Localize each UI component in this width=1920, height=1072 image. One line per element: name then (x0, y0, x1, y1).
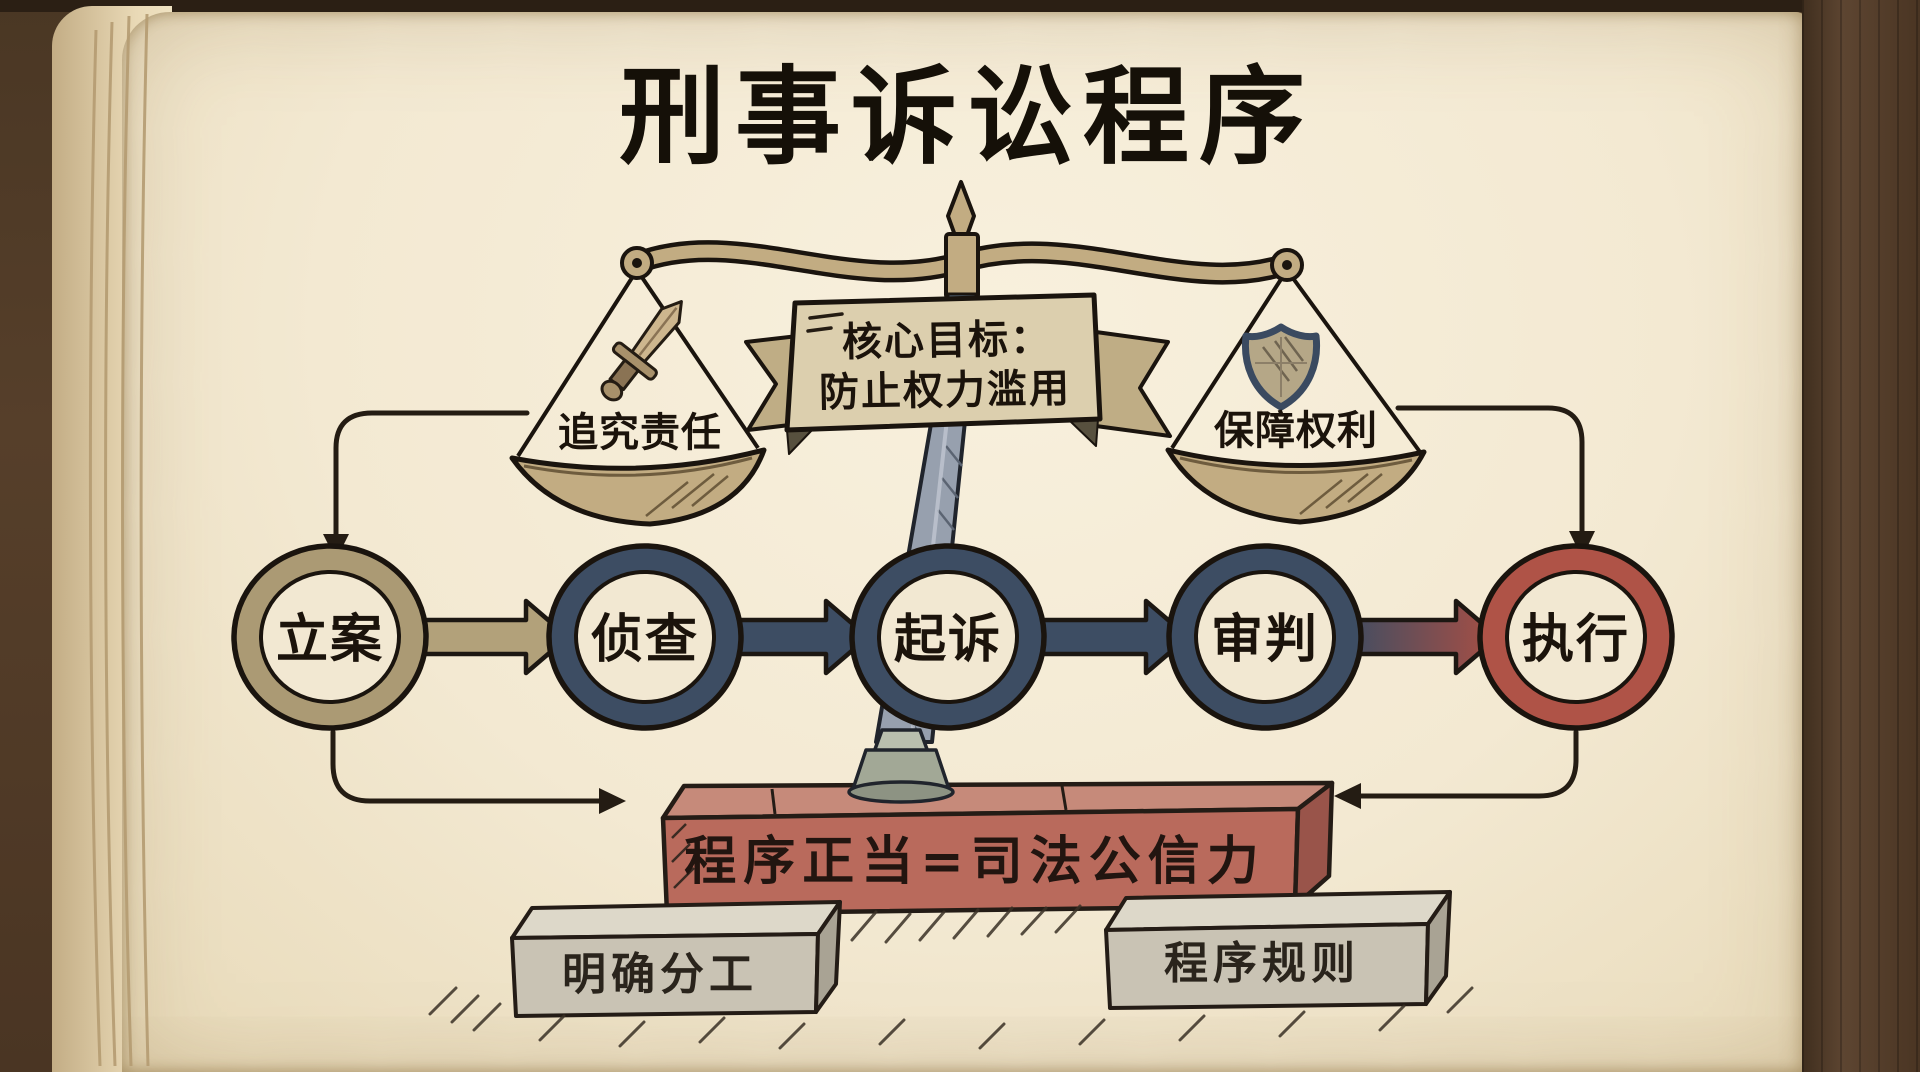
sword-icon (600, 300, 683, 402)
shield-icon (1241, 323, 1321, 411)
left-pan (509, 447, 767, 527)
right-pan (1165, 447, 1427, 525)
flow-arrow-4 (1339, 598, 1501, 676)
flow-arrows (405, 598, 1501, 676)
flow-step-circle-3 (849, 543, 1047, 731)
flow-arrow-2 (725, 598, 871, 676)
scale-pedestal (847, 728, 955, 804)
flow-step-label-4: 审判 (1210, 610, 1320, 670)
banner-line-2: 防止权力滥用 (818, 365, 1072, 417)
foundation-brick-left (510, 900, 842, 1018)
page-title: 刑事诉讼程序 (619, 56, 1315, 179)
connector-step5-to-keystone (1334, 729, 1579, 809)
foundation-brick-right (1104, 890, 1452, 1010)
connector-arrows (323, 405, 1595, 814)
scale-strings (516, 268, 1422, 458)
wood-table-right (1802, 0, 1920, 1072)
flow-step-label-3: 起诉 (893, 610, 1003, 670)
flow-step-circle-2 (546, 543, 744, 731)
flow-step-label-1: 立案 (275, 610, 385, 670)
connector-step1-to-keystone (330, 729, 626, 814)
flow-step-circles (231, 543, 1675, 731)
left-pan-label: 追究责任 (558, 410, 722, 456)
connector-leftpan-to-step1 (323, 410, 530, 560)
foundation-brick-right-label: 程序规则 (1164, 938, 1360, 989)
flow-step-circle-1 (231, 543, 429, 731)
shadow-hatching (428, 904, 1474, 1050)
flow-step-label-5: 执行 (1521, 610, 1631, 670)
flow-step-circle-4 (1166, 543, 1364, 731)
page-stack-lines (88, 13, 150, 1067)
wood-table-top-edge (0, 0, 1920, 12)
banner-ribbon (744, 292, 1172, 455)
flow-step-circle-5 (1477, 543, 1675, 731)
banner-line-1: 核心目标： (841, 316, 1053, 366)
flow-arrow-1 (405, 598, 571, 676)
keystone-brick (660, 780, 1335, 917)
flow-step-label-2: 侦查 (590, 610, 700, 670)
right-pan-label: 保障权利 (1214, 408, 1378, 454)
connector-rightpan-to-step5 (1395, 405, 1595, 558)
keystone-label: 程序正当=司法公信力 (684, 832, 1266, 892)
flow-arrow-3 (1025, 598, 1191, 676)
foundation-brick-left-label: 明确分工 (562, 949, 758, 1000)
